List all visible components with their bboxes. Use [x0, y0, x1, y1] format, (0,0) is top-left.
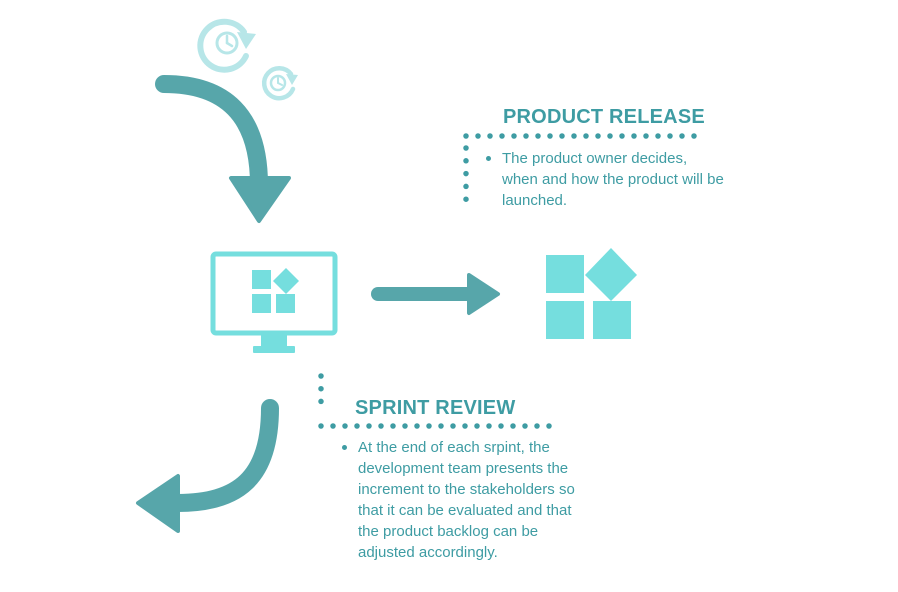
- curved-down-arrow-icon: [155, 75, 291, 223]
- product-release-bullets: The product owner decides, when and how …: [484, 148, 724, 211]
- right-arrow-icon: [371, 273, 500, 315]
- monitor-icon: [210, 251, 338, 353]
- product-release-dotted-connector: [463, 133, 709, 215]
- sprint-review-title: SPRINT REVIEW: [355, 397, 516, 419]
- clock-refresh-icon-large: [197, 18, 256, 73]
- product-release-title: PRODUCT RELEASE: [503, 106, 705, 128]
- app-blocks-icon: [546, 248, 637, 339]
- curved-left-arrow-icon: [136, 399, 279, 533]
- product-release-bullet: The product owner decides, when and how …: [484, 148, 724, 211]
- sprint-review-dotted-connector: [318, 373, 564, 429]
- clock-refresh-icon-small: [261, 66, 298, 101]
- sprint-review-bullets: At the end of each srpint, the developme…: [340, 437, 580, 563]
- sprint-review-bullet: At the end of each srpint, the developme…: [340, 437, 580, 563]
- app-blocks-icon-small: [252, 268, 299, 313]
